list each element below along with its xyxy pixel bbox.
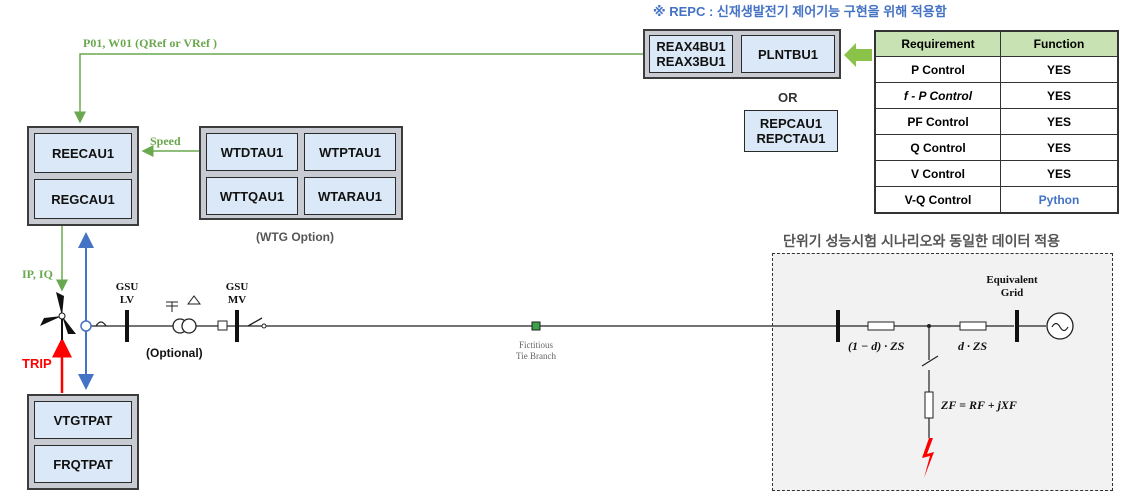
func-cell: YES — [1000, 134, 1119, 161]
reecau1-label: REECAU1 — [51, 145, 115, 161]
wtg-option-label: (WTG Option) — [256, 230, 334, 244]
table-row: PF Control YES — [874, 108, 1119, 135]
gsu-mv-line2: MV — [227, 294, 247, 306]
func-cell: YES — [1000, 82, 1119, 109]
req-cell: V Control — [874, 160, 1001, 187]
wtarau1-label: WTARAU1 — [317, 188, 383, 204]
table-row: V Control YES — [874, 160, 1119, 187]
wtptau1-block[interactable]: WTPTAU1 — [304, 133, 396, 171]
req-cell: f - P Control — [874, 82, 1001, 109]
fault-region-drawing — [772, 310, 1074, 478]
equivalent-grid-label: Equivalent Grid — [974, 274, 1050, 300]
table-row: P Control YES — [874, 56, 1119, 83]
req-cell: Q Control — [874, 134, 1001, 161]
equivalent-grid-line1: Equivalent — [986, 274, 1038, 286]
table-row: Q Control YES — [874, 134, 1119, 161]
equivalent-grid-line2: Grid — [1000, 287, 1024, 299]
repcau1-label: REPCAU1 — [759, 116, 823, 131]
plant-controller-group: REAX4BU1 REAX3BU1 PLNTBU1 — [643, 29, 841, 79]
gsu-mv-label: GSU MV — [222, 281, 252, 307]
reecau1-block[interactable]: REECAU1 — [34, 133, 132, 173]
optional-label: (Optional) — [146, 346, 203, 360]
wttqau1-block[interactable]: WTTQAU1 — [206, 177, 298, 215]
ip-iq-label: IP, IQ — [22, 267, 53, 281]
wind-turbine-icon — [40, 292, 76, 340]
regcau1-block[interactable]: REGCAU1 — [34, 179, 132, 219]
table-row: f - P Control YES — [874, 82, 1119, 109]
frqtpat-label: FRQTPAT — [53, 456, 113, 472]
func-cell: YES — [1000, 108, 1119, 135]
wtdtau1-block[interactable]: WTDTAU1 — [206, 133, 298, 171]
tie-branch-label: Fictitious Tie Branch — [496, 340, 576, 362]
plntbu1-label: PLNTBU1 — [758, 46, 818, 62]
repctau1-label: REPCTAU1 — [756, 131, 826, 146]
frqtpat-block[interactable]: FRQTPAT — [34, 445, 132, 483]
reax3bu1-label: REAX3BU1 — [656, 54, 726, 69]
fault-switch-icon — [921, 355, 939, 367]
table-to-plant-arrow-icon — [844, 43, 872, 67]
tie-branch-line1: Fictitious — [518, 340, 553, 350]
wtarau1-block[interactable]: WTARAU1 — [304, 177, 396, 215]
or-label: OR — [778, 90, 798, 105]
req-cell: V-Q Control — [874, 186, 1001, 214]
gsu-lv-line1: GSU — [115, 281, 139, 293]
repc-note: ※ REPC : 신재생발전기 제어기능 구현을 위해 적용함 — [653, 4, 947, 19]
gsu-lv-label: GSU LV — [112, 281, 142, 307]
requirement-table: Requirement Function P Control YES f - P… — [874, 30, 1119, 214]
fault-scenario-box — [772, 253, 1113, 491]
speed-label: Speed — [150, 134, 181, 148]
tie-branch-line2: Tie Branch — [516, 351, 556, 361]
left-impedance-label: (1 − d) · ZS — [848, 339, 905, 353]
req-cell: P Control — [874, 56, 1001, 83]
func-cell: Python — [1000, 186, 1119, 214]
func-cell: YES — [1000, 56, 1119, 83]
wtg-option-group: WTDTAU1 WTPTAU1 WTTQAU1 WTARAU1 — [199, 126, 403, 220]
header-requirement: Requirement — [874, 30, 1001, 57]
vtgtpat-label: VTGTPAT — [53, 412, 113, 428]
req-cell: PF Control — [874, 108, 1001, 135]
fault-impedance-label: ZF = RF + jXF — [941, 398, 1017, 412]
reax4bu1-label: REAX4BU1 — [656, 39, 726, 54]
wtptau1-label: WTPTAU1 — [319, 144, 381, 160]
repc-alt-block[interactable]: REPCAU1 REPCTAU1 — [744, 110, 838, 152]
gsu-lv-line2: LV — [119, 294, 135, 306]
gsu-mv-line1: GSU — [225, 281, 249, 293]
wtdtau1-label: WTDTAU1 — [220, 144, 284, 160]
wttqau1-label: WTTQAU1 — [219, 188, 285, 204]
plntbu1-block[interactable]: PLNTBU1 — [741, 35, 835, 73]
regcau1-label: REGCAU1 — [51, 191, 115, 207]
vtgtpat-block[interactable]: VTGTPAT — [34, 401, 132, 439]
protection-group: VTGTPAT FRQTPAT — [27, 394, 139, 490]
p01-w01-label: P01, W01 (QRef or VRef ) — [83, 36, 217, 50]
func-cell: YES — [1000, 160, 1119, 187]
right-impedance-label: d · ZS — [958, 339, 988, 353]
trip-label: TRIP — [22, 356, 52, 371]
reax-block[interactable]: REAX4BU1 REAX3BU1 — [649, 35, 733, 73]
scenario-title: 단위기 성능시험 시나리오와 동일한 데이터 적용 — [783, 233, 1061, 249]
table-row: V-Q Control Python — [874, 186, 1119, 214]
electrical-controller-group: REECAU1 REGCAU1 — [27, 126, 139, 226]
